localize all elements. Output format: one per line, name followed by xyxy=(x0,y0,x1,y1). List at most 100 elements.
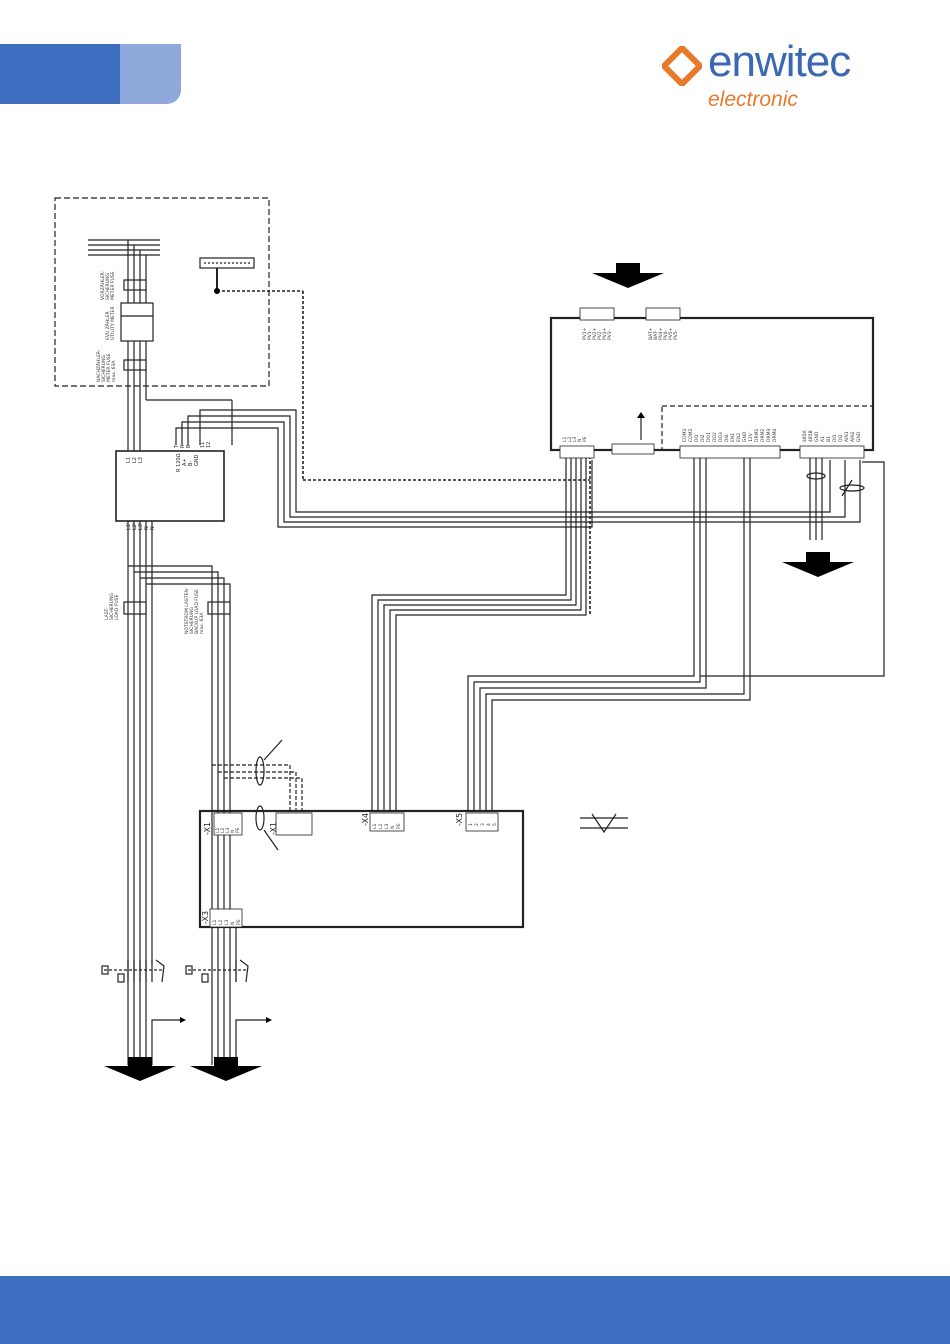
inv-ac-l2: L2 xyxy=(567,436,573,442)
load-breaker xyxy=(101,959,165,983)
connector-x3-label: -X3 xyxy=(201,911,210,924)
utility-meter xyxy=(120,302,154,342)
x4-pin-n: N xyxy=(390,826,396,829)
brand-subtitle: electronic xyxy=(708,88,798,111)
backup-fuse-label-3: BACKUP LOAD FUSE xyxy=(194,589,200,634)
arrow-inverter-in xyxy=(592,263,664,288)
backup-unit-box xyxy=(198,809,525,929)
meter-terminal-l1: L1 xyxy=(126,457,132,463)
inv-pin-pv5-plus: PV5+ xyxy=(668,327,674,340)
x4-pin-pe: PE xyxy=(396,823,402,829)
pe-busbar xyxy=(199,257,255,269)
x1-pin-pe: PE xyxy=(235,827,241,833)
inv-comm-1: 485A xyxy=(802,429,808,442)
arrow-backup-out xyxy=(190,1057,262,1081)
inv-ac-n: N xyxy=(577,439,583,442)
inv-sig-16: DRM4 xyxy=(772,429,778,442)
x4-pin-l3: L3 xyxy=(384,823,390,829)
inv-pin-pv4-minus: PV4- xyxy=(663,329,669,340)
inv-sig-11: GND xyxy=(742,431,748,442)
meter-output-l2: L2' xyxy=(132,523,138,530)
x5-pin-4: 4 xyxy=(486,823,492,826)
inv-pin-pv4-plus: PV4+ xyxy=(658,327,664,340)
inv-sig-7: DO3 xyxy=(718,432,724,442)
inv-sig-14: DRM2 xyxy=(760,429,766,442)
meter-signal-11: 11 xyxy=(200,442,206,448)
inv-comm-9: AIN2 xyxy=(850,431,856,442)
inv-ac-l3: L3 xyxy=(572,436,578,442)
header-tab-light xyxy=(120,44,181,104)
inv-pin-pv5-minus: PV5- xyxy=(673,329,679,340)
inv-pin-pv1-minus: PV1- xyxy=(587,329,593,340)
inv-comm-10: GND xyxy=(856,431,862,442)
x3-pin-l1: L1 xyxy=(212,919,218,925)
inv-sig-9: EN1 xyxy=(730,433,736,442)
meter-label-1: EVU ZÄHLER xyxy=(104,311,111,340)
backup-breaker xyxy=(185,959,249,983)
brand-name: enwitec xyxy=(708,37,851,86)
x5-pin-2: 2 xyxy=(474,823,480,826)
connector-x1-label: -X1 xyxy=(203,822,212,835)
meter-signal-t: T xyxy=(174,444,180,449)
meter-signal-r: R xyxy=(180,444,186,448)
inv-pin-pv2-plus: PV2+ xyxy=(592,327,598,340)
x3-pin-l3: L3 xyxy=(224,919,230,925)
meter-output-l3: L3' xyxy=(138,523,144,530)
brand-logo: enwitec electronic xyxy=(660,37,910,118)
inv-sig-15: DRM3 xyxy=(766,429,772,442)
x5-pin-1: 1 xyxy=(468,823,474,826)
backup-fuse-label-1: NOTSTROM LASTEN- xyxy=(184,587,190,634)
inv-sig-6: DO2 xyxy=(712,432,718,442)
x1-pin-l1: L1 xyxy=(215,827,221,833)
after-meter-fuse-label-1: NACHZÄHLER- xyxy=(95,349,102,382)
after-meter-fuse-label-2: SICHERUNG xyxy=(101,355,107,382)
inv-ac-pe: PE xyxy=(582,436,588,442)
inv-sig-2: COM2 xyxy=(688,428,694,442)
x4-pin-l2: L2 xyxy=(378,823,384,829)
x1-pin-l2: L2 xyxy=(220,827,226,833)
meter-signal-r120: R 120Ω xyxy=(176,453,182,472)
meter-signal-b: B xyxy=(186,444,192,448)
inv-pin-bat-minus: BAT- xyxy=(653,330,659,340)
inv-pin-pv2-minus: PV2- xyxy=(597,329,603,340)
x3-pin-l2: L2 xyxy=(218,919,224,925)
inv-sig-10: EN2 xyxy=(736,433,742,442)
after-meter-fuse-label-3: METER FUSE xyxy=(106,353,112,382)
inv-sig-5: DO1 xyxy=(706,432,712,442)
inv-comm-7: DI2 xyxy=(838,434,844,442)
footer-bar xyxy=(0,1276,950,1344)
meter-signal-b-minus: B- xyxy=(188,461,194,466)
meter-signal-gnd: GND xyxy=(194,454,200,466)
backup-fuse-label-2: SICHERUNG xyxy=(189,607,195,634)
diamond-logo-icon xyxy=(662,46,702,86)
meter-signal-a: A+ xyxy=(182,458,188,466)
backup-fuse-label-4: max. 63A xyxy=(199,612,205,634)
inv-comm-5: B1 xyxy=(826,436,832,442)
meter-output-n2: N xyxy=(150,526,156,530)
arrow-load-out xyxy=(104,1057,176,1081)
x3-pin-n: N xyxy=(230,922,236,925)
inv-sig-13: DRM1 xyxy=(754,429,760,442)
inv-comm-4: A1 xyxy=(820,436,826,442)
inv-comm-8: AIN1 xyxy=(844,431,850,442)
x5-pin-3: 3 xyxy=(480,823,486,826)
inv-pin-pv1-plus: PV1+ xyxy=(582,327,588,340)
inv-pin-pv3-minus: PV3- xyxy=(607,329,613,340)
terminal-blocks xyxy=(209,307,865,928)
inv-pin-pv3-plus: PV3+ xyxy=(602,327,608,340)
meter-terminal-l3: L3 xyxy=(138,457,144,463)
grid-connection-enclosure xyxy=(54,197,270,387)
inv-sig-4: DI2 xyxy=(700,434,706,442)
connector-x1b-label: -X1 xyxy=(269,822,278,835)
x3-pin-pe: PE xyxy=(236,919,242,925)
x4-pin-l1: L1 xyxy=(372,823,378,829)
header-tab-dark xyxy=(0,44,140,104)
inv-sig-3: DI1 xyxy=(694,434,700,442)
meter-signal-12: 12 xyxy=(206,442,212,448)
inv-ac-l1: L1 xyxy=(562,436,568,442)
load-fuse-label-3: LOAD FUSE xyxy=(114,594,120,620)
meter-output-n1: N xyxy=(144,526,150,530)
inv-sig-8: DI4 xyxy=(724,434,730,442)
meter-label-2: UTILITY METER xyxy=(110,306,116,340)
